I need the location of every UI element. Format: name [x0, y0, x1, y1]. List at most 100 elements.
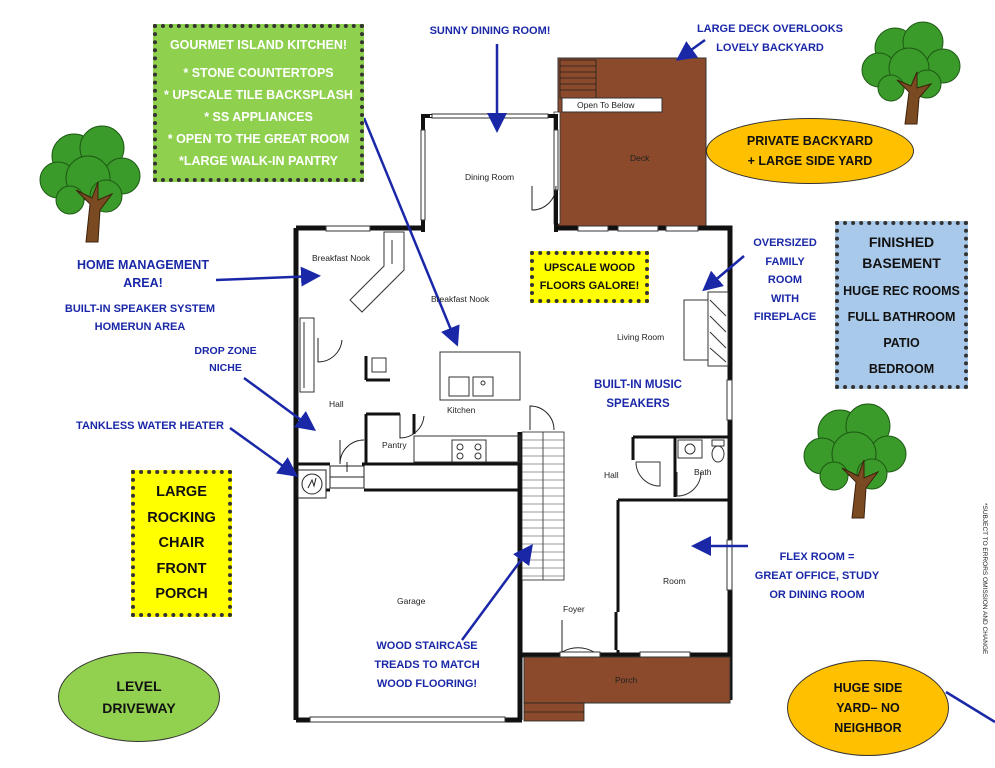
oval-text: DRIVEWAY: [102, 700, 176, 716]
callout-text: HOMERUN AREA: [94, 321, 186, 333]
arrow-tankless: [229, 426, 299, 477]
callout-text: NICHE: [209, 362, 242, 374]
porch-box-text: ROCKING: [147, 509, 216, 526]
porch-steps: [523, 702, 585, 722]
basement-item: FULL BATHROOM: [847, 310, 956, 324]
callout-music-speakers: BUILT-IN MUSIC SPEAKERS: [583, 376, 693, 414]
callout-text: DROP ZONE: [194, 345, 257, 357]
nook-cabinet: [349, 231, 405, 313]
room-label-hall-2: Hall: [604, 470, 619, 480]
callout-text: TANKLESS WATER HEATER: [76, 420, 224, 432]
callout-text: FLEX ROOM =: [779, 551, 855, 563]
callout-family-room: OVERSIZED FAMILY ROOM WITH FIREPLACE: [745, 234, 825, 327]
arrow-drop-zone: [243, 376, 317, 431]
room-label-open-to-below: Open To Below: [577, 100, 635, 110]
callout-text: HOME MANAGEMENT: [77, 258, 209, 272]
arrow-side-yard: [945, 690, 995, 724]
callout-text: WOOD STAIRCASE: [376, 640, 478, 652]
callout-text: TREADS TO MATCH: [374, 659, 480, 671]
room-label-breakfast-nook-2: Breakfast Nook: [431, 294, 490, 304]
kitchen-features-box: GOURMET ISLAND KITCHEN! * STONE COUNTERT…: [153, 24, 364, 182]
arrow-stair: [460, 543, 533, 641]
tree-icon-right: [803, 403, 907, 519]
basement-item: BEDROOM: [868, 362, 935, 376]
oval-text: PRIVATE BACKYARD: [746, 134, 874, 148]
room-label-bath: Bath: [694, 467, 712, 477]
callout-staircase: WOOD STAIRCASE TREADS TO MATCH WOOD FLOO…: [362, 637, 492, 694]
front-porch-box: LARGE ROCKING CHAIR FRONT PORCH: [131, 470, 232, 617]
tree-icon-top-left: [39, 125, 141, 243]
disclaimer-text: *SUBJECT TO ERRORS OMISSION AND CHANGE: [981, 503, 988, 655]
callout-text: SPEAKERS: [606, 398, 670, 410]
callout-text: LOVELY BACKYARD: [716, 42, 824, 54]
oval-text: HUGE SIDE: [833, 681, 903, 695]
kitchen-feature-item: * STONE COUNTERTOPS: [183, 66, 334, 80]
porch-box-text: PORCH: [155, 586, 208, 602]
callout-home-management: HOME MANAGEMENT AREA!: [58, 256, 228, 292]
deck-stairs: [559, 59, 597, 99]
basement-title: FINISHED: [868, 234, 935, 250]
room-label-deck: Deck: [630, 153, 650, 163]
staircase: [521, 431, 565, 581]
callout-flex-room: FLEX ROOM = GREAT OFFICE, STUDY OR DININ…: [742, 548, 892, 605]
arrow-deck: [675, 38, 706, 61]
wood-box-text: FLOORS GALORE!: [539, 280, 640, 292]
backyard-oval: PRIVATE BACKYARD + LARGE SIDE YARD: [706, 118, 914, 184]
room-label-hall-1: Hall: [329, 399, 344, 409]
callout-text: BUILT-IN SPEAKER SYSTEM: [64, 303, 216, 315]
oval-text: YARD– NO: [836, 701, 900, 715]
porch-box-text: CHAIR: [158, 535, 205, 551]
callout-text: LARGE DECK OVERLOOKS: [696, 23, 844, 35]
porch-box-text: LARGE: [156, 484, 207, 500]
basement-title: BASEMENT: [862, 255, 941, 271]
open-to-below-rect: [561, 97, 663, 113]
room-label-porch: Porch: [615, 675, 638, 685]
room-label-room: Room: [663, 576, 686, 586]
callout-drop-zone: DROP ZONE NICHE: [183, 343, 268, 377]
room-label-living-room: Living Room: [617, 332, 665, 342]
callout-text: WOOD FLOORING!: [376, 678, 478, 690]
oval-text: + LARGE SIDE YARD: [747, 154, 873, 168]
callout-text: AREA!: [123, 276, 163, 290]
stove: [451, 439, 487, 463]
kitchen-feature-item: * SS APPLIANCES: [204, 110, 313, 124]
wood-box-text: UPSCALE WOOD: [543, 262, 636, 274]
hall-cabinet: [299, 317, 387, 393]
room-label-foyer: Foyer: [563, 604, 585, 614]
kitchen-box-title: GOURMET ISLAND KITCHEN!: [169, 38, 348, 52]
callout-arrows: [215, 38, 748, 641]
callout-text: OR DINING ROOM: [769, 589, 865, 601]
callout-text: BUILT-IN MUSIC: [594, 379, 682, 391]
room-label-breakfast-nook-1: Breakfast Nook: [312, 253, 371, 263]
kitchen-island: [439, 351, 521, 401]
room-label-dining-room: Dining Room: [465, 172, 515, 182]
porch-box-text: FRONT: [156, 560, 207, 577]
callout-text: SUNNY DINING ROOM!: [429, 25, 551, 37]
kitchen-feature-item: *LARGE WALK-IN PANTRY: [178, 154, 339, 168]
arrow-family: [702, 255, 745, 292]
side-yard-oval: HUGE SIDE YARD– NO NEIGHBOR: [787, 660, 949, 756]
bath-fixtures: [635, 439, 725, 497]
oval-text: NEIGHBOR: [834, 721, 902, 735]
interior-walls: [296, 356, 730, 655]
kitchen-feature-item: * UPSCALE TILE BACKSPLASH: [164, 88, 353, 102]
arrow-home-mgmt: [215, 266, 321, 287]
callout-tankless: TANKLESS WATER HEATER: [70, 419, 230, 435]
wood-floors-box: UPSCALE WOOD FLOORS GALORE!: [530, 251, 649, 303]
callout-sunny-dining: SUNNY DINING ROOM!: [425, 24, 555, 40]
room-label-pantry: Pantry: [382, 440, 407, 450]
callout-text: FIREPLACE: [753, 311, 817, 323]
callout-text: GREAT OFFICE, STUDY: [754, 570, 880, 582]
tree-icon-top-right: [861, 21, 961, 125]
callout-text: OVERSIZED: [753, 237, 817, 249]
water-heater: [297, 469, 327, 499]
arrow-kitchen: [362, 117, 460, 347]
callout-text: ROOM: [767, 274, 803, 286]
basement-item: HUGE REC ROOMS: [843, 284, 960, 298]
basement-item: PATIO: [883, 336, 920, 350]
callout-deck: LARGE DECK OVERLOOKS LOVELY BACKYARD: [690, 20, 850, 58]
callout-text: WITH: [770, 292, 800, 305]
porch-area: [523, 656, 731, 704]
callout-text: FAMILY: [765, 255, 805, 268]
